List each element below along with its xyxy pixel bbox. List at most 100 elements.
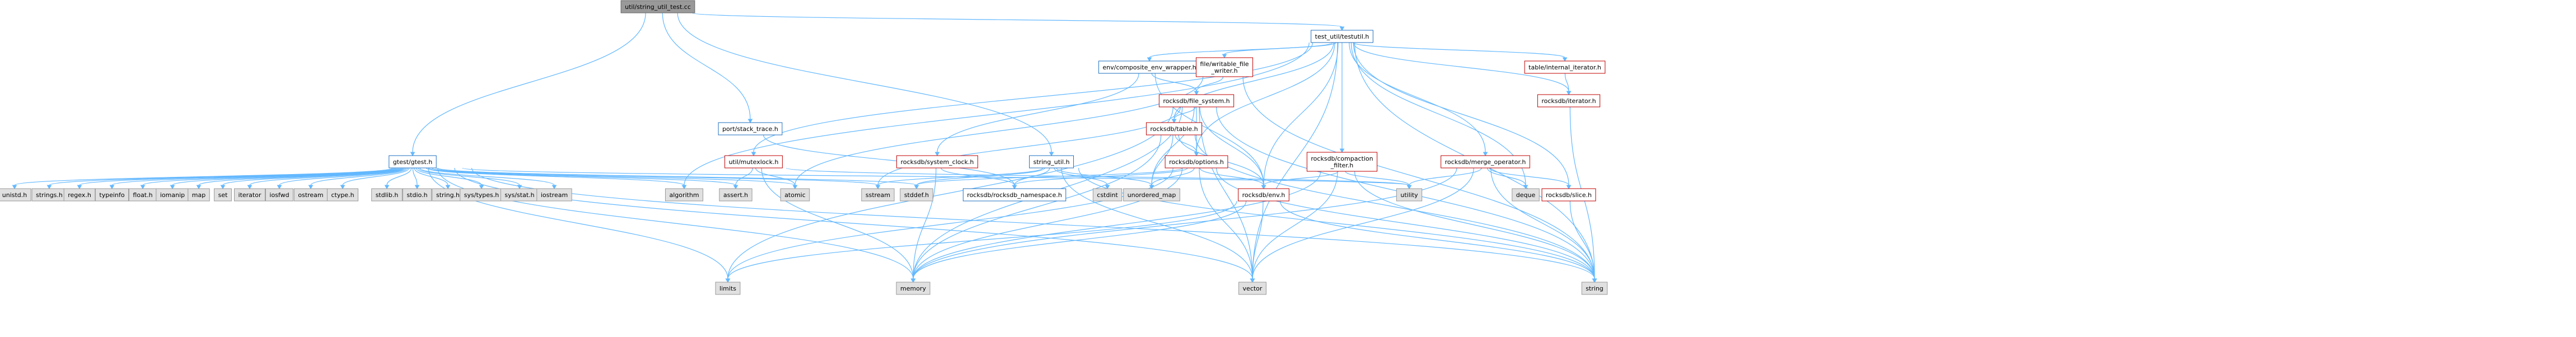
include-edge-testutil-to-composite bbox=[1147, 42, 1333, 62]
node-filesystem[interactable]: rocksdb/file_system.h bbox=[1158, 94, 1235, 107]
node-box bbox=[1537, 94, 1601, 107]
node-label: iterator bbox=[239, 191, 261, 199]
node-label: _filter.h bbox=[1330, 162, 1354, 169]
node-box bbox=[536, 188, 572, 202]
include-edge-mergeop-to-deque bbox=[1487, 167, 1528, 189]
node-limits: limits bbox=[715, 282, 741, 295]
node-mutexlock[interactable]: util/mutexlock.h bbox=[724, 155, 783, 168]
node-label: gtest/gtest.h bbox=[393, 158, 432, 166]
node-label: rocksdb/table.h bbox=[1150, 125, 1198, 133]
node-label: stdlib.h bbox=[376, 191, 399, 199]
node-table[interactable]: rocksdb/table.h bbox=[1146, 122, 1203, 135]
node-options[interactable]: rocksdb/options.h bbox=[1165, 155, 1228, 168]
node-ctype: ctype.h bbox=[326, 188, 359, 202]
include-edge-testutil-to-filewriter bbox=[1222, 42, 1337, 58]
include-edge-filesystem-to-env bbox=[1199, 106, 1266, 189]
node-filewriter[interactable]: file/writable_file_writer.h bbox=[1195, 57, 1254, 77]
node-box bbox=[896, 155, 978, 168]
node-label: rocksdb/options.h bbox=[1169, 158, 1224, 166]
node-box bbox=[1541, 188, 1596, 202]
include-edge-env-to-vector bbox=[1250, 200, 1264, 283]
node-typeinfo: typeinfo bbox=[95, 188, 129, 202]
node-stringutil[interactable]: string_util.h bbox=[1029, 155, 1074, 168]
node-box bbox=[1311, 30, 1373, 43]
include-edge-options-to-memory bbox=[910, 167, 1183, 283]
include-edge-composite-to-sysclock bbox=[934, 73, 1139, 156]
node-label: vector bbox=[1243, 285, 1263, 292]
node-iterator[interactable]: rocksdb/iterator.h bbox=[1537, 94, 1601, 107]
include-edge-filesystem-to-table bbox=[1171, 106, 1196, 123]
node-box bbox=[1146, 122, 1203, 135]
include-edge-mergeop-to-slice bbox=[1489, 167, 1572, 189]
node-sysclock[interactable]: rocksdb/system_clock.h bbox=[896, 155, 978, 168]
node-box bbox=[371, 188, 403, 202]
node-label: strings.h bbox=[36, 191, 63, 199]
node-label: rocksdb/iterator.h bbox=[1541, 97, 1596, 105]
node-set: set bbox=[214, 188, 232, 202]
node-box bbox=[1238, 282, 1266, 295]
include-edge-gtest-to-iosfwd bbox=[277, 167, 406, 189]
node-label: algorithm bbox=[669, 191, 699, 199]
node-label: iostream bbox=[541, 191, 568, 199]
include-edge-stringutil-to-vector bbox=[1061, 167, 1255, 283]
node-slice[interactable]: rocksdb/slice.h bbox=[1541, 188, 1596, 202]
node-sstream: sstream bbox=[861, 188, 895, 202]
node-mergeop[interactable]: rocksdb/merge_operator.h bbox=[1441, 155, 1530, 168]
node-tableiter[interactable]: table/internal_iterator.h bbox=[1524, 60, 1606, 74]
node-box bbox=[1238, 188, 1289, 202]
include-edge-gtest-to-ostream bbox=[308, 167, 408, 189]
include-edge-filewriter-to-filesystem bbox=[1194, 76, 1224, 95]
node-testutil[interactable]: test_util/testutil.h bbox=[1311, 30, 1373, 43]
node-box bbox=[719, 188, 752, 202]
node-label: file/writable_file bbox=[1200, 60, 1249, 68]
node-unistd: unistd.h bbox=[0, 188, 31, 202]
node-box bbox=[1029, 155, 1074, 168]
node-box bbox=[0, 188, 31, 202]
node-box bbox=[715, 282, 741, 295]
include-edge-compfilter-to-env bbox=[1261, 171, 1339, 189]
node-label: stddef.h bbox=[904, 191, 929, 199]
node-gtest[interactable]: gtest/gtest.h bbox=[389, 155, 437, 168]
include-edge-mergeop-to-vector bbox=[1250, 167, 1474, 283]
node-compfilter[interactable]: rocksdb/compaction_filter.h bbox=[1306, 152, 1378, 172]
node-box bbox=[389, 155, 437, 168]
node-box bbox=[1396, 188, 1423, 202]
node-algorithm: algorithm bbox=[665, 188, 704, 202]
node-stddef: stddef.h bbox=[900, 188, 933, 202]
include-edge-gtest-to-vector bbox=[454, 167, 1255, 283]
node-label: unordered_map bbox=[1128, 191, 1176, 199]
node-utility: utility bbox=[1396, 188, 1423, 202]
node-box bbox=[780, 188, 810, 202]
node-label: regex.h bbox=[68, 191, 91, 199]
node-label: deque bbox=[1516, 191, 1536, 199]
node-namespace[interactable]: rocksdb/rocksdb_namespace.h bbox=[962, 188, 1067, 202]
include-edge-mutexlock-to-assert bbox=[733, 167, 753, 189]
include-edge-root-to-testutil bbox=[691, 12, 1345, 31]
node-string: string bbox=[1581, 282, 1608, 295]
include-edge-filewriter-to-atomic bbox=[792, 76, 1204, 189]
include-edge-root-to-gtest bbox=[410, 12, 646, 156]
include-edge-compfilter-to-utility bbox=[1345, 171, 1412, 189]
include-edge-env-to-limits bbox=[725, 200, 1237, 283]
include-edge-stringutil-to-namespace bbox=[1012, 167, 1050, 189]
node-label: rocksdb/file_system.h bbox=[1163, 97, 1229, 105]
node-box bbox=[1441, 155, 1530, 168]
node-label: sstream bbox=[866, 191, 890, 199]
node-label: ostream bbox=[298, 191, 323, 199]
include-edge-options-to-vector bbox=[1199, 167, 1255, 283]
node-stdio: stdio.h bbox=[402, 188, 432, 202]
node-label: utility bbox=[1400, 191, 1418, 199]
include-edge-gtest-to-algorithm bbox=[426, 167, 687, 189]
node-env[interactable]: rocksdb/env.h bbox=[1238, 188, 1289, 202]
node-box bbox=[1092, 188, 1123, 202]
include-edge-mergeop-to-utility bbox=[1406, 167, 1482, 189]
node-stacktrace[interactable]: port/stack_trace.h bbox=[718, 122, 783, 135]
node-vector: vector bbox=[1238, 282, 1266, 295]
node-box bbox=[1524, 60, 1606, 74]
node-systypes: sys/types.h bbox=[460, 188, 503, 202]
node-atomic: atomic bbox=[780, 188, 810, 202]
include-edges bbox=[12, 12, 1597, 283]
node-composite[interactable]: env/composite_env_wrapper.h bbox=[1098, 60, 1201, 74]
file-nodes: util/string_util_test.cc test_util/testut… bbox=[0, 0, 1608, 295]
node-root[interactable]: util/string_util_test.cc bbox=[620, 0, 695, 13]
